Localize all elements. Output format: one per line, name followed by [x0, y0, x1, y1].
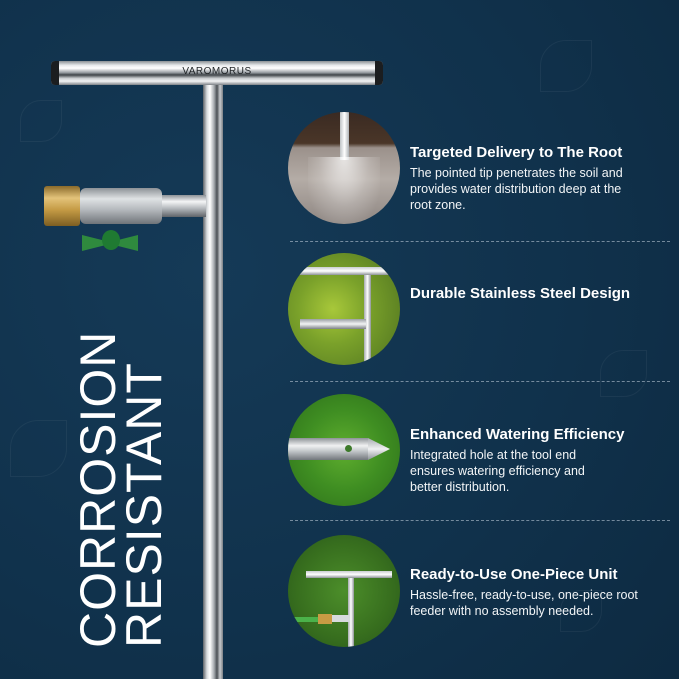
tool-inlet-mini [332, 615, 350, 622]
tool-inlet-pipe [160, 195, 206, 217]
feature-title: Durable Stainless Steel Design [410, 285, 631, 302]
soil-penetration-image [288, 112, 400, 224]
feature-text: Enhanced Watering Efficiency Integrated … [410, 426, 625, 495]
feature-watering-efficiency: Enhanced Watering Efficiency Integrated … [285, 394, 679, 514]
tool-shaft-mini [364, 275, 371, 365]
valve-hub [102, 230, 120, 250]
water-spray [308, 157, 380, 224]
tool-shaft-mini [348, 578, 354, 647]
feature-title: Ready-to-Use One-Piece Unit [410, 566, 618, 583]
feature-text: Targeted Delivery to The Root The pointe… [410, 144, 635, 213]
brass-hose-fitting [44, 186, 80, 226]
feature-title: Enhanced Watering Efficiency [410, 426, 625, 443]
tool-shaft [203, 85, 223, 679]
feature-description: Hassle-free, ready-to-use, one-piece roo… [410, 588, 638, 618]
feature-description: Integrated hole at the tool end ensures … [410, 448, 585, 494]
feature-targeted-delivery: Targeted Delivery to The Root The pointe… [285, 112, 679, 232]
leaf-pattern [600, 350, 647, 397]
garden-hose [288, 617, 322, 622]
feature-description: The pointed tip penetrates the soil and … [410, 166, 623, 212]
feature-one-piece-unit: Ready-to-Use One-Piece Unit Hassle-free,… [285, 535, 679, 655]
headline-vertical: CORROSION RESISTANT [70, 330, 172, 648]
headline-line-1: CORROSION [70, 330, 126, 648]
leaf-pattern [540, 40, 592, 92]
tool-t-handle: VAROMORUS [51, 61, 383, 85]
ball-valve [80, 188, 162, 224]
feature-text: Durable Stainless Steel Design [410, 285, 630, 303]
handle-end-cap [375, 61, 383, 85]
tool-bar [298, 267, 400, 275]
tool-tip [340, 112, 349, 160]
dashed-divider [290, 381, 670, 382]
feature-durable-steel: Durable Stainless Steel Design [285, 253, 679, 373]
hose-fitting [318, 614, 332, 624]
handle-end-cap [51, 61, 59, 85]
headline-line-2: RESISTANT [116, 362, 172, 648]
leaf-pattern [10, 420, 67, 477]
leaf-pattern [560, 590, 602, 632]
tool-rod [288, 438, 368, 460]
water-hole [345, 445, 352, 452]
dashed-divider [290, 520, 670, 521]
brand-label: VAROMORUS [182, 66, 252, 77]
feature-title: Targeted Delivery to The Root [410, 144, 623, 161]
tool-with-hose-on-grass-image [288, 535, 400, 647]
dashed-divider [290, 241, 670, 242]
tool-valve-mini [300, 319, 366, 329]
tool-pointed-tip [368, 438, 390, 460]
tool-bar [306, 571, 392, 578]
feature-text: Ready-to-Use One-Piece Unit Hassle-free,… [410, 566, 655, 619]
leaf-pattern [20, 100, 62, 142]
steel-tool-on-leaves-image [288, 253, 400, 365]
pointed-tip-on-grass-image [288, 394, 400, 506]
